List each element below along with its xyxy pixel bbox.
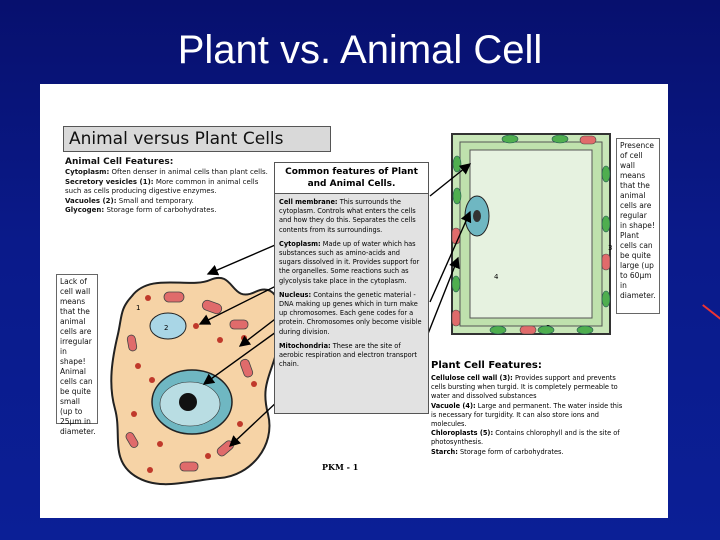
vesicle (217, 337, 223, 343)
arrow (202, 331, 277, 385)
chloroplast (601, 290, 611, 308)
chloroplast (452, 155, 462, 173)
vesicle (193, 323, 199, 329)
plant-term: Starch: (431, 447, 458, 456)
plant-term: Chloroplasts (5): (431, 429, 494, 438)
label-3: 3 (608, 244, 612, 252)
common-term: Nucleus: (279, 290, 312, 299)
chloroplast (601, 165, 611, 183)
animal-term: Secretory vesicles (1): (65, 177, 154, 186)
plant-mitochondrion (601, 253, 611, 271)
slide-title: Plant vs. Animal Cell (177, 28, 543, 72)
vesicle (149, 377, 155, 383)
animal-term: Vacuoles (2): (65, 196, 117, 205)
right-note: Presence of cell wall means that the ani… (616, 138, 660, 314)
label-2: 2 (164, 324, 168, 332)
plant-cell: 4 3 5 (451, 133, 612, 335)
mitochondrion (125, 432, 139, 448)
footer-label: PKM - 1 (322, 462, 359, 472)
chloroplast (537, 325, 555, 335)
vesicle (157, 441, 163, 447)
animal-term: Cytoplasm: (65, 168, 110, 176)
cell-diagram: 2 1 (110, 133, 612, 486)
plant-nucleolus (473, 210, 481, 222)
animal-text: Storage form of carbohydrates. (106, 206, 217, 215)
mitochondrion (239, 358, 254, 378)
vacuole-4 (469, 149, 593, 319)
chloroplast (452, 187, 462, 205)
vacuole-2 (149, 312, 187, 340)
common-text: This surrounds the cytoplasm. Controls w… (279, 198, 416, 234)
plant-mitochondrion (519, 325, 537, 335)
chloroplast (601, 215, 611, 233)
vesicle (135, 363, 141, 369)
decorative-line (702, 304, 720, 322)
nucleolus (179, 393, 197, 411)
left-note: Lack of cell wall means that the animal … (56, 274, 98, 436)
plant-text: Contains chlorophyll and is the site of … (431, 429, 620, 447)
common-features-heading: Common features of Plant and Animal Cell… (275, 163, 428, 194)
chloroplast (501, 134, 519, 144)
common-text: Made up of water which has substances su… (279, 239, 420, 285)
vesicle (131, 411, 137, 417)
arrow (198, 279, 289, 325)
plant-text: Large and permanent. The water inside th… (431, 401, 623, 429)
animal-features: Animal Cell Features: Cytoplasm: Often d… (65, 156, 270, 216)
plant-term: Cellulose cell wall (3): (431, 374, 513, 382)
animal-text: More common in animal cells such as cell… (65, 177, 259, 196)
plant-features: Plant Cell Features: Cellulose cell wall… (431, 360, 623, 484)
animal-term: Glycogen: (65, 206, 105, 215)
common-text: Contains the genetic material - DNA maki… (279, 290, 422, 336)
chloroplast (489, 325, 507, 335)
label-1: 1 (136, 304, 140, 312)
mitochondrion (126, 334, 138, 352)
plant-features-heading: Plant Cell Features: (431, 360, 542, 371)
plant-mitochondrion (451, 309, 461, 327)
plant-text: Storage form of carbohydrates. (459, 447, 564, 456)
vesicle (241, 335, 247, 341)
main-heading: Animal versus Plant Cells (63, 126, 331, 152)
common-text: These are the site of aerobic respiratio… (279, 341, 417, 369)
vesicle (145, 295, 151, 301)
mitochondrion (163, 291, 185, 303)
animal-text: Often denser in animal cells than plant … (111, 168, 268, 176)
animal-cell: 2 1 (110, 276, 282, 486)
common-term: Cell membrane: (279, 198, 338, 206)
common-features-box: Common features of Plant and Animal Cell… (274, 162, 429, 414)
mitochondrion (179, 461, 199, 472)
common-term: Mitochondria: (279, 341, 331, 350)
common-term: Cytoplasm: (279, 239, 321, 248)
label-4: 4 (494, 273, 499, 281)
mitochondrion (201, 299, 223, 315)
diagram-panel: 2 1 (40, 84, 668, 518)
chloroplast (551, 134, 569, 144)
chloroplast (576, 325, 594, 335)
plant-mitochondrion (579, 135, 597, 145)
mitochondrion (229, 319, 249, 330)
chloroplast (451, 275, 461, 293)
vesicle (251, 381, 257, 387)
vesicle (237, 421, 243, 427)
arrow (429, 163, 472, 197)
vesicle (147, 467, 153, 473)
animal-features-heading: Animal Cell Features: (65, 157, 174, 167)
animal-text: Small and temporary. (118, 196, 194, 205)
vesicle (205, 453, 211, 459)
plant-term: Vacuole (4): (431, 401, 476, 410)
plant-text: Provides support and prevents cells burs… (431, 374, 618, 401)
